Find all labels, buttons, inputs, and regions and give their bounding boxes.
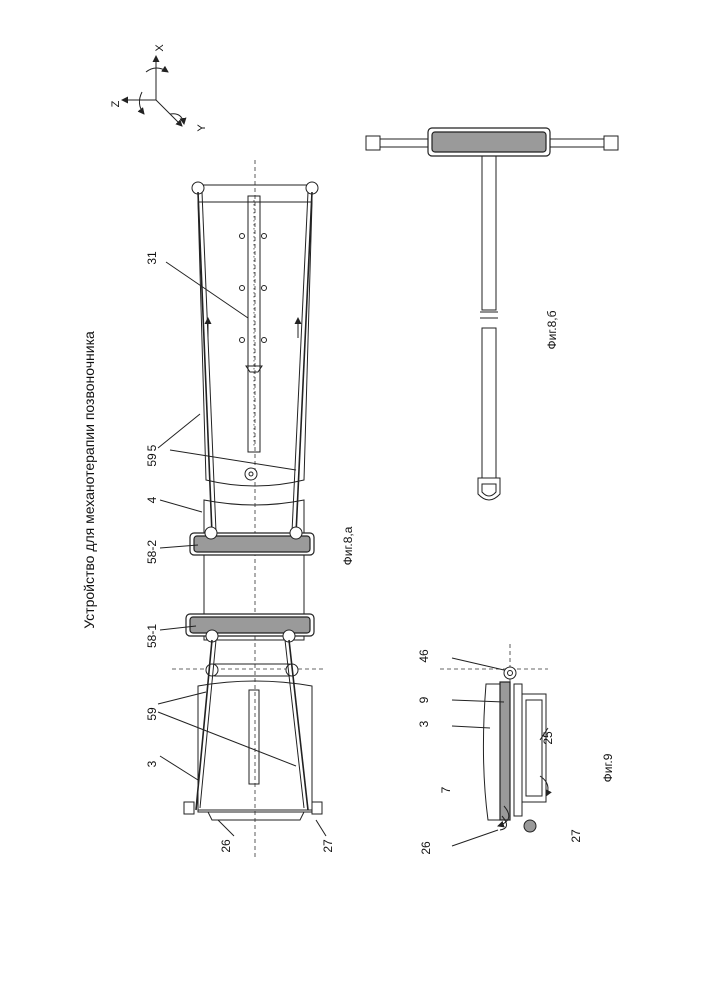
label-58-1: 58-1: [145, 624, 159, 648]
label-4: 4: [145, 496, 159, 503]
label-59-lower: 59: [145, 707, 159, 721]
label-26: 26: [219, 839, 233, 853]
fig9-label-26: 26: [419, 841, 433, 855]
figure-8a: 5 31 59 4 58-2 58-1 59 3 26 27 Фиг.8,а: [145, 160, 355, 858]
axes-triad: X Z Y: [110, 44, 208, 132]
label-3: 3: [145, 760, 159, 767]
label-27: 27: [321, 839, 335, 853]
figure-8b: Фиг.8,б: [366, 128, 618, 500]
title-text: Устройство для механотерапии позвоночник…: [81, 331, 97, 629]
label-5: 5: [145, 444, 159, 451]
fig9-label-7: 7: [439, 786, 453, 793]
fig9-body-3: [483, 684, 502, 820]
label-59-upper: 59: [145, 453, 159, 467]
axis-y-label: Y: [196, 124, 208, 132]
slot-31: [240, 196, 267, 452]
label-58-2: 58-2: [145, 540, 159, 564]
fig8a-caption: Фиг.8,а: [341, 526, 355, 565]
fig9-label-9: 9: [417, 696, 431, 703]
label-31: 31: [145, 251, 159, 265]
fig9-label-25: 25: [541, 731, 555, 745]
fig9-label-46: 46: [417, 649, 431, 663]
figure-9: 46 9 3 25 7 26 27 Фиг.9: [417, 644, 615, 855]
fig9-label-27: 27: [569, 829, 583, 843]
fig9-caption: Фиг.9: [601, 753, 615, 782]
fig8b-caption: Фиг.8,б: [545, 310, 559, 349]
axis-x-label: X: [154, 44, 166, 52]
band-58-1: [186, 614, 314, 642]
page-title: Устройство для механотерапии позвоночник…: [81, 331, 97, 629]
fig9-label-3: 3: [417, 720, 431, 727]
axis-z-label: Z: [110, 100, 122, 107]
band-58-2: [190, 527, 314, 555]
